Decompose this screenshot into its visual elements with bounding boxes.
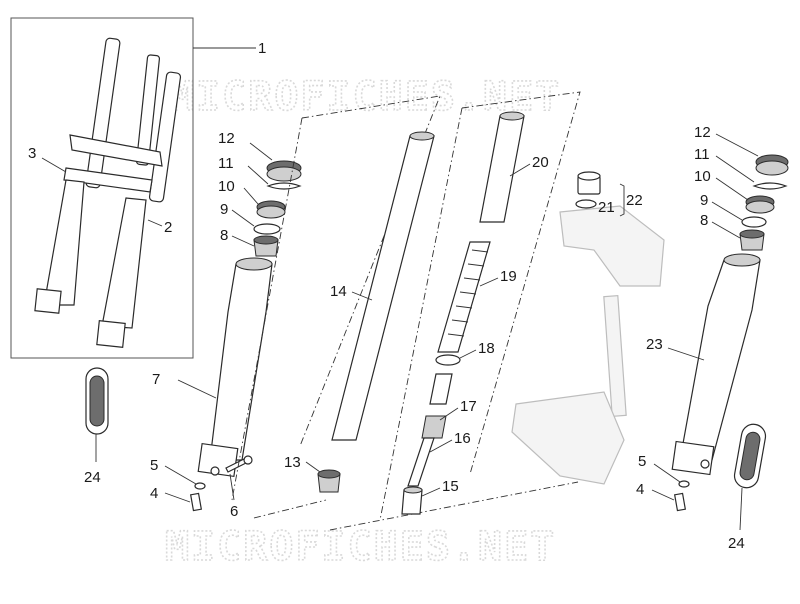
part-12-dust-seal-right[interactable]	[755, 154, 789, 176]
part-4-bolt-left[interactable]	[189, 492, 203, 512]
part-11-clip[interactable]	[266, 182, 302, 190]
part-8-bushing-right[interactable]	[739, 229, 765, 251]
callout-1: 1	[258, 40, 266, 57]
callout-6: 6	[230, 503, 238, 520]
part-9-washer-right[interactable]	[741, 216, 767, 228]
part-23-right-fork-leg[interactable]	[671, 253, 761, 476]
part-5-washer-right[interactable]	[678, 480, 690, 488]
part-10-oil-seal[interactable]	[256, 200, 286, 219]
callout-3: 3	[28, 145, 36, 162]
callout-7: 7	[152, 371, 160, 388]
callout-22: 22	[626, 192, 643, 209]
callout-4-right: 4	[636, 481, 644, 498]
part-14-fork-tube[interactable]	[331, 131, 435, 441]
watermark-top: MICROFICHES.NET	[170, 74, 561, 120]
callout-11-right: 11	[694, 146, 710, 163]
callout-4: 4	[150, 485, 158, 502]
callout-10-right: 10	[694, 168, 711, 185]
callout-12-right: 12	[694, 124, 711, 141]
part-7-left-fork-leg[interactable]	[197, 257, 273, 478]
callout-9-right: 9	[700, 192, 708, 209]
part-9-washer[interactable]	[253, 223, 281, 235]
part-4-bolt-right[interactable]	[673, 492, 687, 512]
callout-23: 23	[646, 336, 663, 353]
part-11-clip-right[interactable]	[752, 182, 788, 190]
callout-13: 13	[284, 454, 301, 471]
part-15-bushing[interactable]	[401, 486, 423, 515]
part-24-reflector-right[interactable]	[733, 422, 768, 489]
callout-19: 19	[500, 268, 517, 285]
callout-24-left: 24	[84, 469, 101, 486]
callout-2: 2	[164, 219, 172, 236]
callout-12: 12	[218, 130, 235, 147]
callout-14: 14	[330, 283, 347, 300]
callout-5: 5	[150, 457, 158, 474]
front-fork-assembly[interactable]	[10, 17, 194, 359]
callout-24-right: 24	[728, 535, 745, 552]
callout-17: 17	[460, 398, 477, 415]
part-24-reflector-left[interactable]	[85, 367, 109, 435]
part-21-o-ring[interactable]	[575, 199, 597, 209]
callout-11: 11	[218, 155, 234, 172]
part-12-dust-seal[interactable]	[266, 160, 302, 182]
part-17-rod-head[interactable]	[421, 373, 453, 439]
steering-stem-reference	[511, 205, 665, 485]
part-10-oil-seal-right[interactable]	[745, 195, 775, 214]
watermark-bottom: MICROFICHES.NET	[165, 524, 556, 570]
callout-18: 18	[478, 340, 495, 357]
callout-21: 21	[598, 199, 615, 216]
part-8-bushing[interactable]	[253, 235, 279, 257]
callout-15: 15	[442, 478, 459, 495]
callout-5-right: 5	[638, 453, 646, 470]
part-20-spacer-tube[interactable]	[479, 111, 525, 223]
part-22-fork-cap[interactable]	[577, 171, 601, 195]
callout-10: 10	[218, 178, 235, 195]
callout-20: 20	[532, 154, 549, 171]
callout-8-right: 8	[700, 212, 708, 229]
part-19-spring[interactable]	[437, 241, 491, 353]
part-18-ring[interactable]	[435, 354, 461, 366]
callout-8: 8	[220, 227, 228, 244]
part-5-washer-left[interactable]	[194, 482, 206, 490]
part-16-damper-rod[interactable]	[407, 437, 435, 487]
part-13-bushing[interactable]	[317, 469, 341, 493]
callout-16: 16	[454, 430, 471, 447]
callout-9: 9	[220, 201, 228, 218]
